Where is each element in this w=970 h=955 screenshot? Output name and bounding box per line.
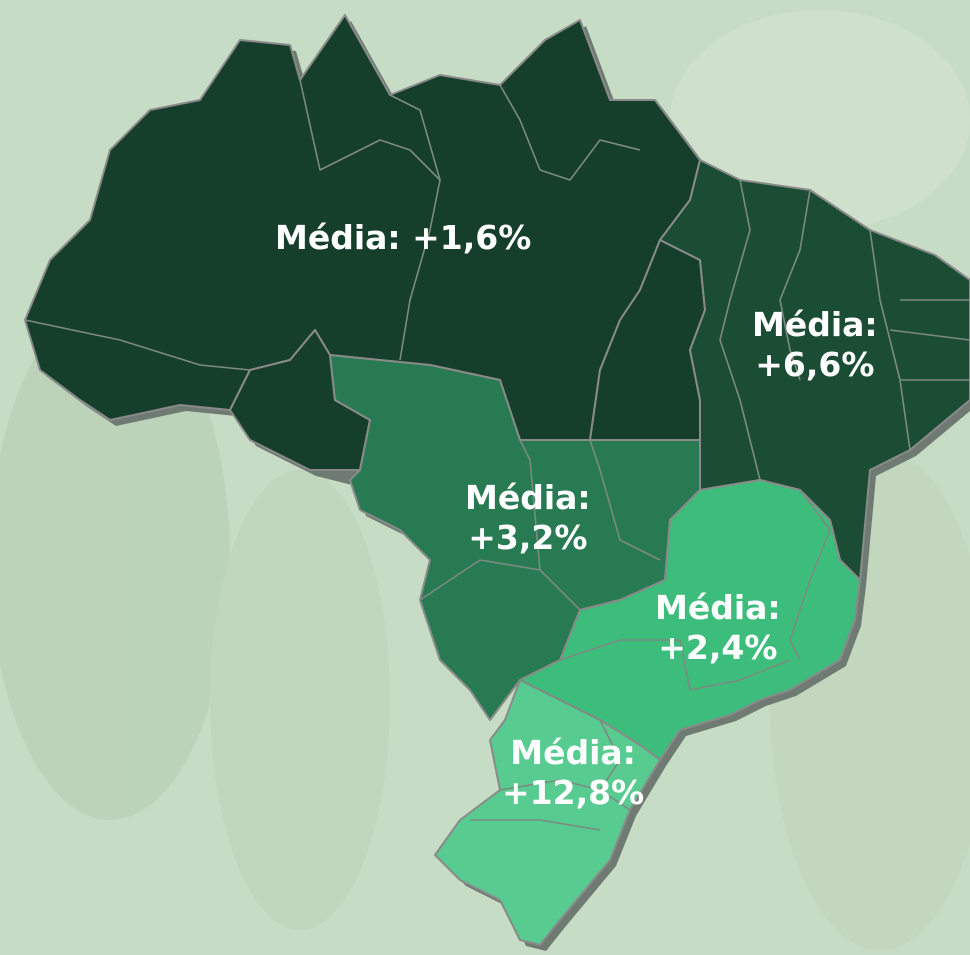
state-borders [24,44,970,831]
label-sudeste-value: +2,4% [658,628,778,667]
label-sul-title: Média: [510,733,636,772]
region-sul [434,679,661,946]
label-sudeste: Média: +2,4% [655,588,781,668]
label-norte: Média: +1,6% [275,218,531,258]
label-norte-value: +1,6% [412,218,532,257]
label-sul-value: +12,8% [502,773,645,812]
label-sul: Média: +12,8% [502,733,644,813]
label-sudeste-title: Média: [655,588,781,627]
label-nordeste-title: Média: [752,305,878,344]
label-centro-oeste-title: Média: [465,478,591,517]
label-nordeste-value: +6,6% [755,345,875,384]
label-norte-title: Média: [275,218,401,257]
label-nordeste: Média: +6,6% [752,305,878,385]
region-sudeste [519,479,861,761]
label-centro-oeste: Média: +3,2% [465,478,591,558]
label-centro-oeste-value: +3,2% [468,518,588,557]
